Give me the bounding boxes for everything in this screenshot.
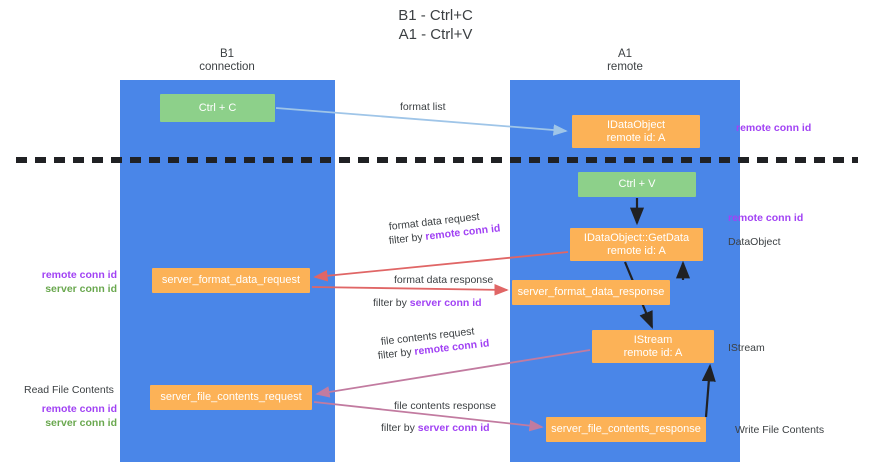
label-format-data-response-filter: filter by server conn id [373, 297, 482, 310]
node-istream-label: IStream [633, 333, 673, 346]
node-ctrl-v[interactable]: Ctrl + V [578, 172, 696, 197]
arrow-format-data-response [311, 284, 509, 296]
swimlane-header-b1: B1 connection [199, 48, 255, 73]
label-file-contents-response: file contents response [394, 400, 497, 412]
page-title: B1 - Ctrl+C A1 - Ctrl+V [398, 7, 473, 43]
left-remote-conn-id-2: remote conn id [41, 403, 117, 415]
label-format-list: format list [400, 101, 446, 113]
server-conn-id-token: server conn id [409, 297, 482, 309]
node-server-format-data-request-label: server_format_data_request [161, 274, 301, 286]
left-server-conn-id-2: server conn id [45, 417, 117, 429]
filter-by-text: filter by [381, 422, 418, 434]
node-idataobject-label: IDataObject [606, 118, 666, 131]
side-label-write-file-contents: Write File Contents [735, 424, 825, 436]
side-label-conn-ids-top: remote conn id server conn id [22, 268, 117, 296]
side-label-remote-conn-id-top: remote conn id [736, 122, 812, 134]
node-idataobject-sublabel: remote id: A [606, 131, 666, 144]
node-idataobject-getdata[interactable]: IDataObject::GetData remote id: A [570, 228, 703, 261]
label-format-data-response: format data response [394, 274, 494, 286]
node-server-format-data-request[interactable]: server_format_data_request [152, 268, 310, 293]
node-ctrl-c[interactable]: Ctrl + C [160, 94, 275, 122]
side-label-read-file-contents: Read File Contents [24, 384, 114, 396]
node-ctrl-v-label: Ctrl + V [618, 178, 656, 190]
node-server-file-contents-response-label: server_file_contents_response [551, 423, 701, 435]
side-label-istream: IStream [728, 342, 765, 354]
side-label-remote-conn-id-mid: remote conn id [728, 212, 804, 224]
node-istream-sublabel: remote id: A [623, 346, 683, 359]
node-server-file-contents-request-label: server_file_contents_request [160, 391, 302, 403]
filter-by-text: filter by [373, 297, 410, 309]
server-conn-id-token: server conn id [417, 422, 490, 434]
left-server-conn-id: server conn id [45, 283, 117, 295]
side-label-dataobject: DataObject [728, 236, 781, 248]
node-ctrl-c-label: Ctrl + C [198, 101, 237, 114]
swimlane-header-a1: A1 remote [607, 48, 643, 73]
node-server-file-contents-request[interactable]: server_file_contents_request [150, 385, 312, 410]
node-server-file-contents-response[interactable]: server_file_contents_response [546, 417, 706, 442]
node-server-format-data-response-label: server_format_data_response [517, 286, 665, 298]
node-getdata-label: IDataObject::GetData [583, 231, 690, 244]
left-remote-conn-id: remote conn id [41, 269, 117, 281]
node-getdata-sublabel: remote id: A [607, 244, 666, 257]
node-idataobject[interactable]: IDataObject remote id: A [572, 115, 700, 148]
label-file-contents-response-filter: filter by server conn id [381, 422, 490, 435]
side-label-conn-ids-bottom: remote conn id server conn id [22, 402, 117, 430]
node-istream[interactable]: IStream remote id: A [592, 330, 714, 363]
node-server-format-data-response[interactable]: server_format_data_response [512, 280, 670, 305]
